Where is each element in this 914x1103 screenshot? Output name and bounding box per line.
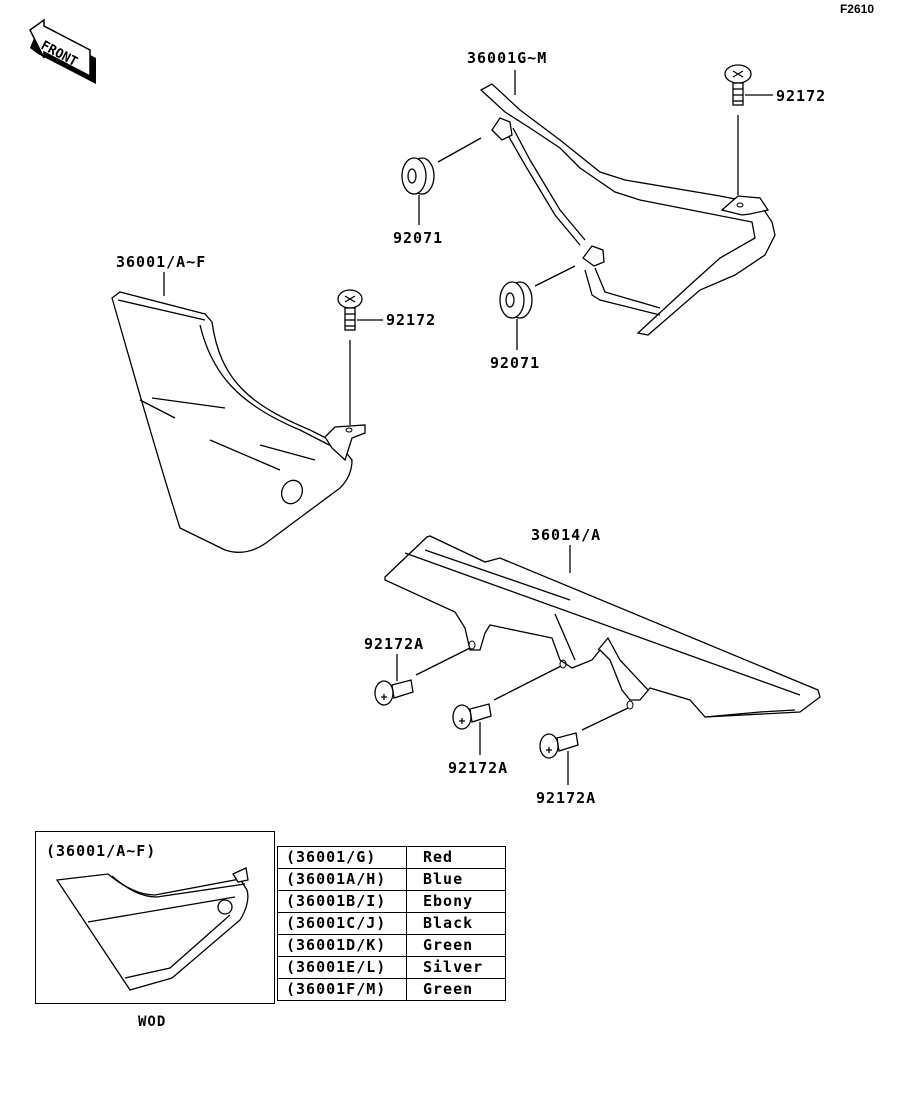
callout-side-cover-left: 36001/A~F [116,253,207,271]
callout-bolt-top-right: 92172 [776,87,827,105]
part-color: Green [406,934,506,957]
part-code: (36001/G) [277,846,407,869]
callout-side-cover-right: 36001G~M [467,49,548,67]
callout-chain-bolt-1: 92172A [364,635,425,653]
part-code: (36001E/L) [277,956,407,979]
part-color: Green [406,978,506,1001]
table-row: (36001A/H)Blue [277,868,506,891]
table-row: (36001/G)Red [277,846,506,869]
part-code: (36001A/H) [277,868,407,891]
callout-bolt-left: 92172 [386,311,437,329]
figure-id: F2610 [839,2,874,16]
color-table: (36001/G)Red (36001A/H)Blue (36001B/I)Eb… [277,846,506,1001]
bolt-icon [724,64,773,195]
chain-cover-part [384,535,821,718]
table-row: (36001B/I)Ebony [277,890,506,913]
part-color: Silver [406,956,506,979]
variant-inset-footnote: WOD [138,1014,167,1030]
variant-inset-box: (36001/A~F) [35,831,275,1004]
part-color: Red [406,846,506,869]
part-color: Blue [406,868,506,891]
bolt-icon [452,665,562,755]
variant-inset-caption: (36001/A~F) [46,842,157,860]
side-cover-right-part [479,70,776,336]
part-code: (36001C/J) [277,912,407,935]
callout-chain-bolt-2: 92172A [448,759,509,777]
callout-grommet-upper: 92071 [393,229,444,247]
grommet-icon [401,137,482,225]
callout-grommet-lower: 92071 [490,354,541,372]
table-row: (36001D/K)Green [277,934,506,957]
bolt-icon [374,647,471,706]
part-code: (36001D/K) [277,934,407,957]
part-color: Black [406,912,506,935]
callout-chain-bolt-3: 92172A [536,789,597,807]
table-row: (36001E/L)Silver [277,956,506,979]
variant-side-cover-drawing [55,867,249,991]
part-code: (36001F/M) [277,978,407,1001]
part-color: Ebony [406,890,506,913]
table-row: (36001F/M)Green [277,978,506,1001]
bolt-icon [337,289,383,425]
bolt-icon [539,707,629,785]
front-arrow-icon: FRONT [29,18,96,84]
part-code: (36001B/I) [277,890,407,913]
side-cover-left-part [111,272,366,553]
grommet-icon [499,265,576,350]
callout-chain-cover: 36014/A [531,526,602,544]
table-row: (36001C/J)Black [277,912,506,935]
